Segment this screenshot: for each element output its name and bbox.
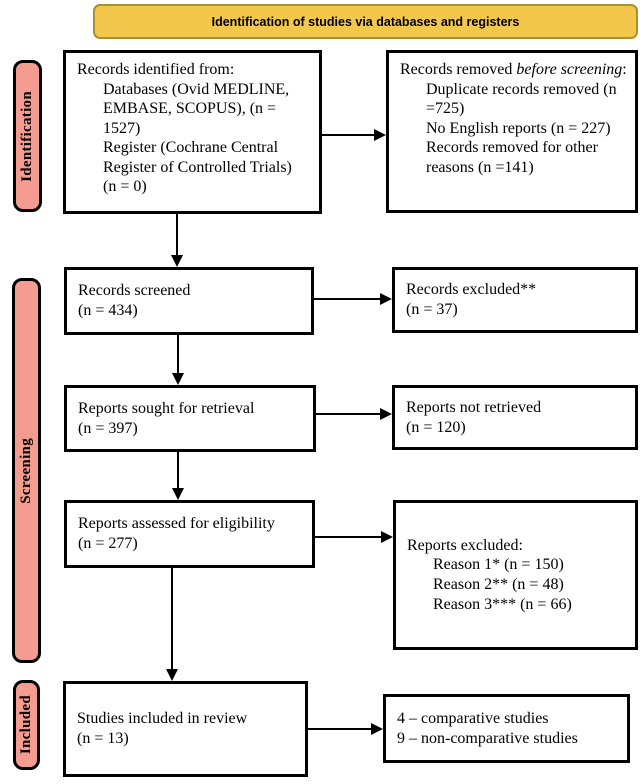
box-reports-not-retrieved: Reports not retrieved (n = 120): [392, 385, 638, 450]
box-title-line: Studies included in review: [77, 710, 248, 728]
box-records-identified: Records identified from: Databases (Ovid…: [63, 50, 322, 214]
arrow-sought-to-assessed: [172, 452, 184, 500]
count-line: (n = 37): [406, 301, 458, 318]
intro-italic: before screening: [516, 61, 623, 78]
count-line: (n = 13): [77, 730, 129, 747]
box-reports-excluded: Reports excluded: Reason 1* (n = 150) Re…: [393, 500, 638, 650]
box-title-line: Reports sought for retrieval: [78, 399, 255, 417]
list-item: Reason 1* (n = 150): [433, 556, 564, 574]
box-title-line: Records excluded**: [406, 281, 537, 299]
box-title-line: Reports assessed for eligibility: [78, 515, 275, 533]
box-title-line: Reports not retrieved: [406, 398, 542, 416]
box-reports-sought: Reports sought for retrieval (n = 397): [64, 385, 316, 452]
count-line: (n = 120): [406, 418, 466, 436]
list-item: Reason 2** (n = 48): [433, 576, 564, 593]
stage-bar-included: Included: [13, 680, 40, 770]
title-banner-label: Identification of studies via databases …: [211, 14, 520, 29]
stage-bar-identification: Identification: [13, 60, 42, 212]
arrow-assessed-to-included: [166, 568, 178, 681]
arrow-included-to-breakdown: [308, 723, 383, 735]
box-intro-line: Records identified from:: [77, 61, 235, 78]
stage-label-included: Included: [18, 695, 34, 755]
intro-suffix: :: [622, 61, 627, 78]
intro-prefix: Records removed: [400, 61, 517, 78]
list-item: Databases (Ovid MEDLINE, EMBASE, SCOPUS)…: [103, 80, 290, 137]
breakdown-line: 4 – comparative studies: [397, 709, 549, 727]
count-line: (n = 277): [78, 535, 138, 552]
box-intro-line: Records removed before screening:: [400, 60, 634, 80]
arrow-identified-to-screened: [171, 214, 183, 267]
box-intro-line: Reports excluded:: [407, 536, 523, 554]
arrow-screened-to-sought: [172, 335, 184, 385]
box-title-line: Records screened: [78, 282, 191, 300]
arrow-assessed-to-excluded: [315, 531, 393, 543]
list-item: Records removed for other reasons (n =14…: [426, 139, 598, 176]
count-line: (n = 397): [78, 419, 138, 437]
box-included-breakdown: 4 – comparative studies 9 – non-comparat…: [383, 694, 630, 763]
breakdown-line: 9 – non-comparative studies: [397, 729, 578, 747]
arrow-screened-to-excluded: [314, 293, 392, 305]
list-item: Register (Cochrane Central Register of C…: [103, 139, 292, 196]
box-records-screened: Records screened (n = 434): [64, 267, 314, 335]
list-item: Duplicate records removed (n =725): [426, 80, 617, 118]
box-records-removed: Records removed before screening: Duplic…: [386, 50, 638, 213]
arrow-sought-to-not-retrieved: [316, 408, 392, 420]
box-reports-assessed: Reports assessed for eligibility (n = 27…: [64, 500, 315, 568]
stage-label-screening: Screening: [18, 437, 34, 504]
arrow-identified-to-removed: [322, 129, 386, 141]
stage-label-identification: Identification: [19, 90, 35, 182]
box-studies-included: Studies included in review (n = 13): [63, 681, 308, 777]
count-line: (n = 434): [78, 302, 138, 319]
box-records-excluded: Records excluded** (n = 37): [392, 267, 638, 333]
list-item: Reason 3*** (n = 66): [433, 595, 572, 613]
stage-bar-screening: Screening: [12, 278, 41, 663]
title-banner: Identification of studies via databases …: [93, 4, 638, 39]
list-item: No English reports (n = 227): [426, 119, 611, 137]
